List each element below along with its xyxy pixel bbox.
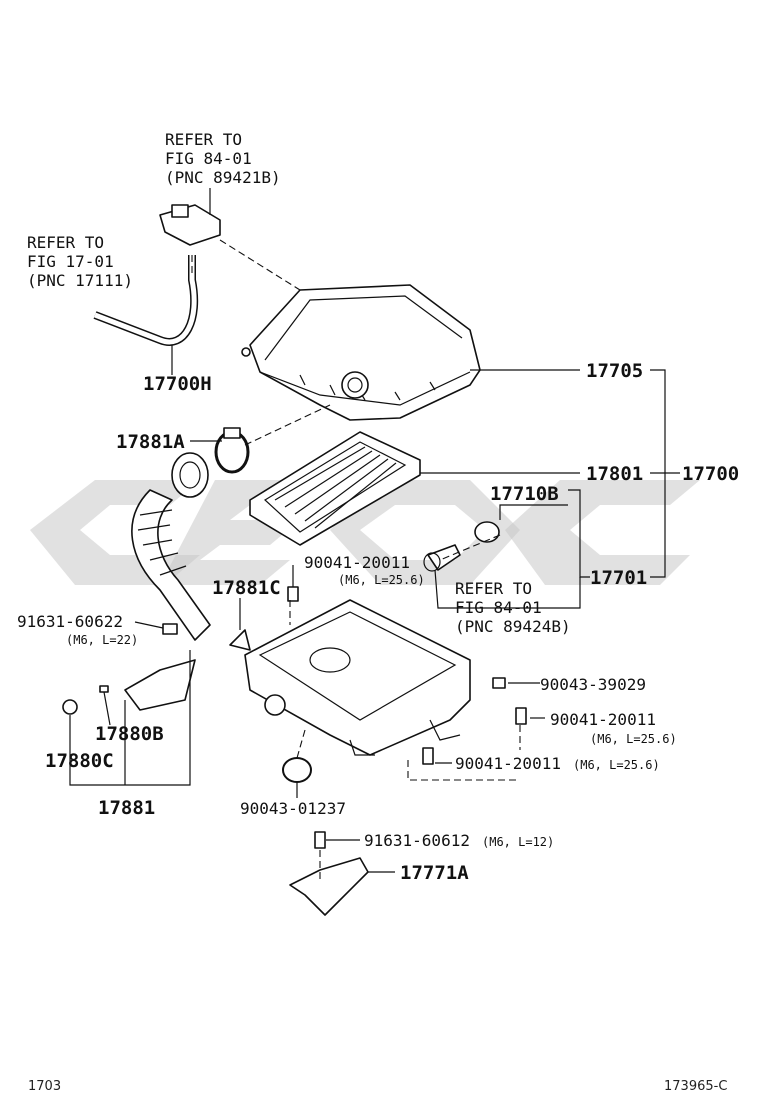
ref-mid-line-3: (PNC 89424B) [455,617,571,636]
label-17701: 17701 [590,567,647,589]
reference-mid: REFER TO FIG 84-01 (PNC 89424B) [455,579,571,636]
spec-a: (M6, L=25.6) [338,573,425,587]
label-90041-20011-b: 90041-20011 [550,710,656,729]
label-17881c: 17881C [212,577,281,599]
footer-right: 173965-C [664,1079,727,1094]
ref-top-line-2: FIG 84-01 [165,149,252,168]
footer-left: 1703 [28,1079,61,1094]
upper-case-17705 [241,284,481,421]
clamp-17881a [214,427,250,474]
label-90041-20011-a: 90041-20011 [304,553,410,572]
label-17881a: 17881A [116,431,185,453]
label-17880b: 17880B [95,723,164,745]
label-17700: 17700 [682,463,739,485]
label-17880c: 17880C [45,750,114,772]
ref-top-line-3: (PNC 89421B) [165,168,281,187]
spec-b: (M6, L=22) [66,633,138,647]
ref-mid-line-2: FIG 84-01 [455,598,542,617]
label-17801: 17801 [586,463,643,485]
label-17700h: 17700H [143,373,212,395]
grommet-17710b [423,521,500,572]
spec-d: (M6, L=25.6) [573,758,660,772]
ref-left-line-3: (PNC 17111) [27,271,133,290]
lower-case-17701 [244,599,471,756]
ref-top-line-1: REFER TO [165,130,242,149]
label-17710b: 17710B [490,483,559,505]
intake-hose-17881 [124,452,211,711]
reference-left: REFER TO FIG 17-01 (PNC 17111) [27,233,133,290]
ref-left-line-2: FIG 17-01 [27,252,114,271]
leader-lines [69,188,680,880]
label-91631-60622: 91631-60622 [17,612,123,631]
hose-17700h [93,255,199,346]
ref-mid-line-1: REFER TO [455,579,532,598]
filter-element-17801 [249,431,421,546]
label-90041-20011-c: 90041-20011 [455,754,561,773]
reference-top: REFER TO FIG 84-01 (PNC 89421B) [165,130,281,187]
label-90043-39029: 90043-39029 [540,675,646,694]
label-91631-60612: 91631-60612 [364,831,470,850]
label-17771a: 17771A [400,862,469,884]
sensor-89421b [159,204,221,246]
spec-e: (M6, L=12) [482,835,554,849]
spec-c: (M6, L=25.6) [590,732,677,746]
label-90043-01237: 90043-01237 [240,799,346,818]
ref-left-line-1: REFER TO [27,233,104,252]
bracket-17771a [289,857,369,916]
label-17705: 17705 [586,360,643,382]
label-17881: 17881 [98,797,155,819]
